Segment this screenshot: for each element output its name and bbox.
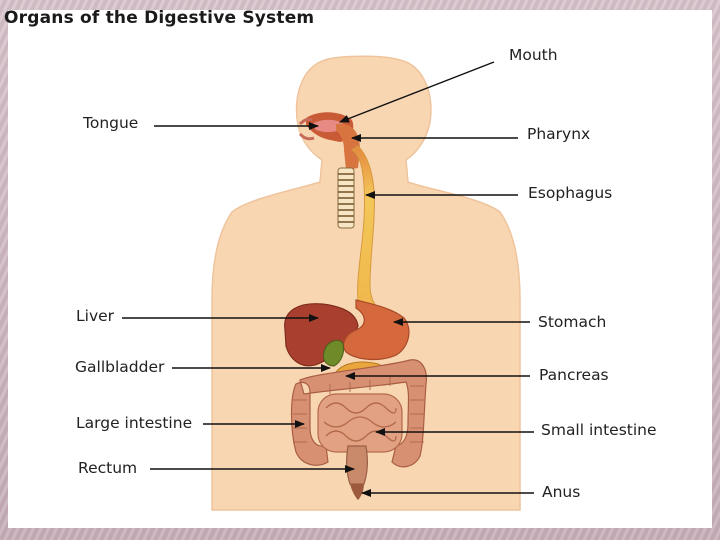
label-stomach: Stomach <box>538 313 606 331</box>
label-large-intestine: Large intestine <box>76 414 192 432</box>
small-intestine-shape <box>318 394 402 452</box>
label-pancreas: Pancreas <box>539 366 609 384</box>
label-small-intestine: Small intestine <box>541 421 657 439</box>
label-mouth: Mouth <box>509 46 558 64</box>
label-rectum: Rectum <box>78 459 137 477</box>
label-tongue: Tongue <box>83 114 138 132</box>
label-pharynx: Pharynx <box>527 125 590 143</box>
label-liver: Liver <box>76 307 114 325</box>
diagram-title: Organs of the Digestive System <box>4 8 314 28</box>
label-esophagus: Esophagus <box>528 184 612 202</box>
rectum-shape <box>347 446 368 484</box>
label-gallbladder: Gallbladder <box>75 358 164 376</box>
trachea <box>338 168 354 228</box>
label-anus: Anus <box>542 483 580 501</box>
